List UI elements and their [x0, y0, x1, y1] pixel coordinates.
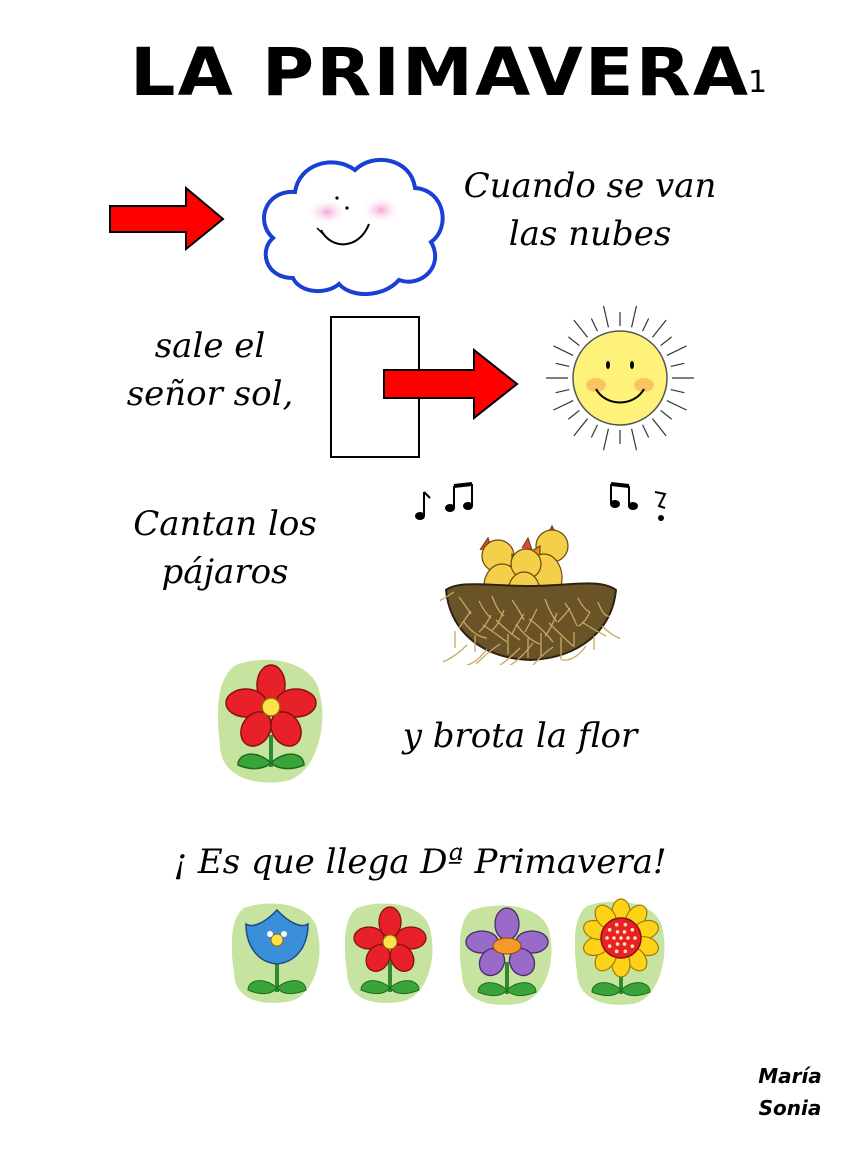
- arrow-right-icon: [382, 348, 520, 420]
- verse-sun-line-2: señor sol,: [126, 374, 294, 414]
- verse-sun: sale el señor sol,: [110, 322, 310, 418]
- verse-closing: ¡ Es que llega Dª Primavera!: [173, 842, 667, 882]
- purple-flower-icon: [460, 902, 555, 1007]
- verse-birds-line-2: pájaros: [161, 552, 289, 592]
- signature: María Sonia: [740, 1060, 840, 1124]
- verse-clouds-line-1: Cuando se van: [463, 166, 717, 206]
- signature-line-1: María: [758, 1064, 822, 1088]
- verse-clouds: Cuando se van las nubes: [460, 162, 720, 258]
- flower-icon: [216, 655, 326, 785]
- page-number: 1: [748, 65, 768, 100]
- verse-flower: y brota la flor: [402, 716, 638, 756]
- verse-sun-line-1: sale el: [154, 326, 266, 366]
- verse-clouds-line-2: las nubes: [508, 214, 672, 254]
- music-notes-icon: [410, 478, 480, 528]
- page-title: LA PRIMAVERA: [130, 34, 751, 111]
- smiling-sun-icon: [540, 303, 700, 453]
- red-flower-icon: [345, 900, 435, 1005]
- verse-birds-line-1: Cantan los: [133, 504, 317, 544]
- smiling-cloud-icon: [255, 150, 450, 300]
- signature-line-2: Sonia: [758, 1096, 822, 1120]
- blue-flower-icon: [232, 900, 322, 1005]
- music-notes-icon: [605, 478, 675, 528]
- yellow-flower-icon: [575, 898, 667, 1008]
- bird-nest-icon: [440, 520, 620, 665]
- arrow-right-icon: [108, 186, 226, 252]
- verse-birds: Cantan los pájaros: [125, 500, 325, 596]
